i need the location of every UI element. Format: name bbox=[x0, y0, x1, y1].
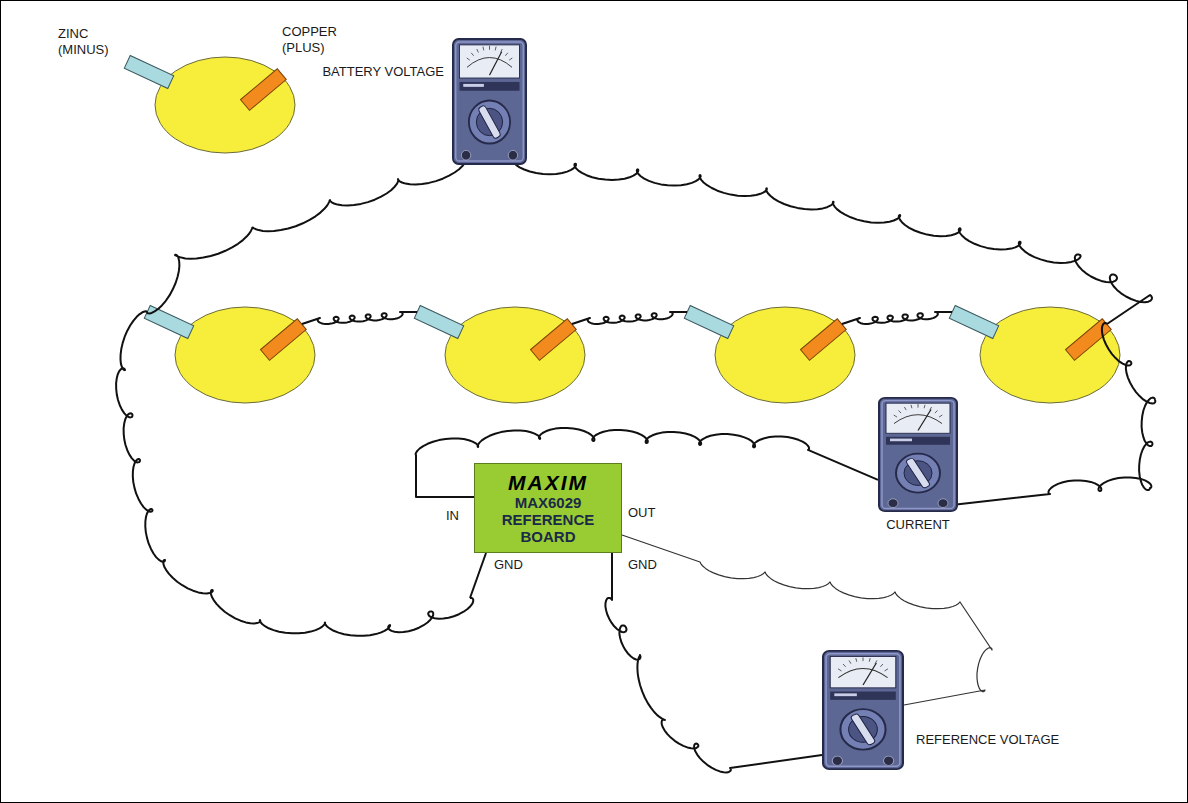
meter-label: REFERENCE VOLTAGE bbox=[916, 732, 1059, 748]
wire bbox=[512, 158, 1152, 324]
meter-body bbox=[452, 38, 527, 165]
reference-board: MAXIMMAX6029 REFERENCE BOARD bbox=[474, 463, 622, 553]
wire bbox=[147, 158, 466, 313]
wires bbox=[116, 158, 1155, 636]
lemon bbox=[144, 306, 315, 403]
logo-text: MAXIM bbox=[508, 472, 588, 494]
pin-label: GND bbox=[628, 557, 657, 573]
multimeter: CURRENT bbox=[878, 397, 958, 512]
wire bbox=[842, 312, 952, 324]
meter-label: CURRENT bbox=[886, 517, 950, 533]
wire bbox=[572, 312, 687, 324]
lemon bbox=[949, 306, 1120, 403]
meter-body bbox=[878, 397, 958, 512]
wire bbox=[605, 553, 822, 772]
pin-label: IN bbox=[446, 508, 459, 524]
wire bbox=[470, 553, 486, 598]
electrode-label: COPPER (PLUS) bbox=[282, 24, 358, 56]
electrode-label: ZINC (MINUS) bbox=[58, 26, 128, 58]
pin-label: GND bbox=[494, 557, 523, 573]
multimeter: BATTERY VOLTAGE bbox=[452, 38, 527, 165]
lemon bbox=[414, 306, 585, 403]
wire bbox=[302, 312, 417, 324]
wire bbox=[943, 323, 1155, 506]
meter-label: BATTERY VOLTAGE bbox=[322, 64, 444, 80]
wire bbox=[116, 311, 473, 636]
wire bbox=[622, 535, 992, 705]
meter-body bbox=[822, 650, 904, 770]
pin-label: OUT bbox=[628, 505, 655, 521]
board-name: MAX6029 REFERENCE BOARD bbox=[487, 494, 609, 545]
lemon bbox=[684, 306, 855, 403]
multimeter: REFERENCE VOLTAGE bbox=[822, 650, 904, 770]
lemon bbox=[124, 56, 295, 153]
